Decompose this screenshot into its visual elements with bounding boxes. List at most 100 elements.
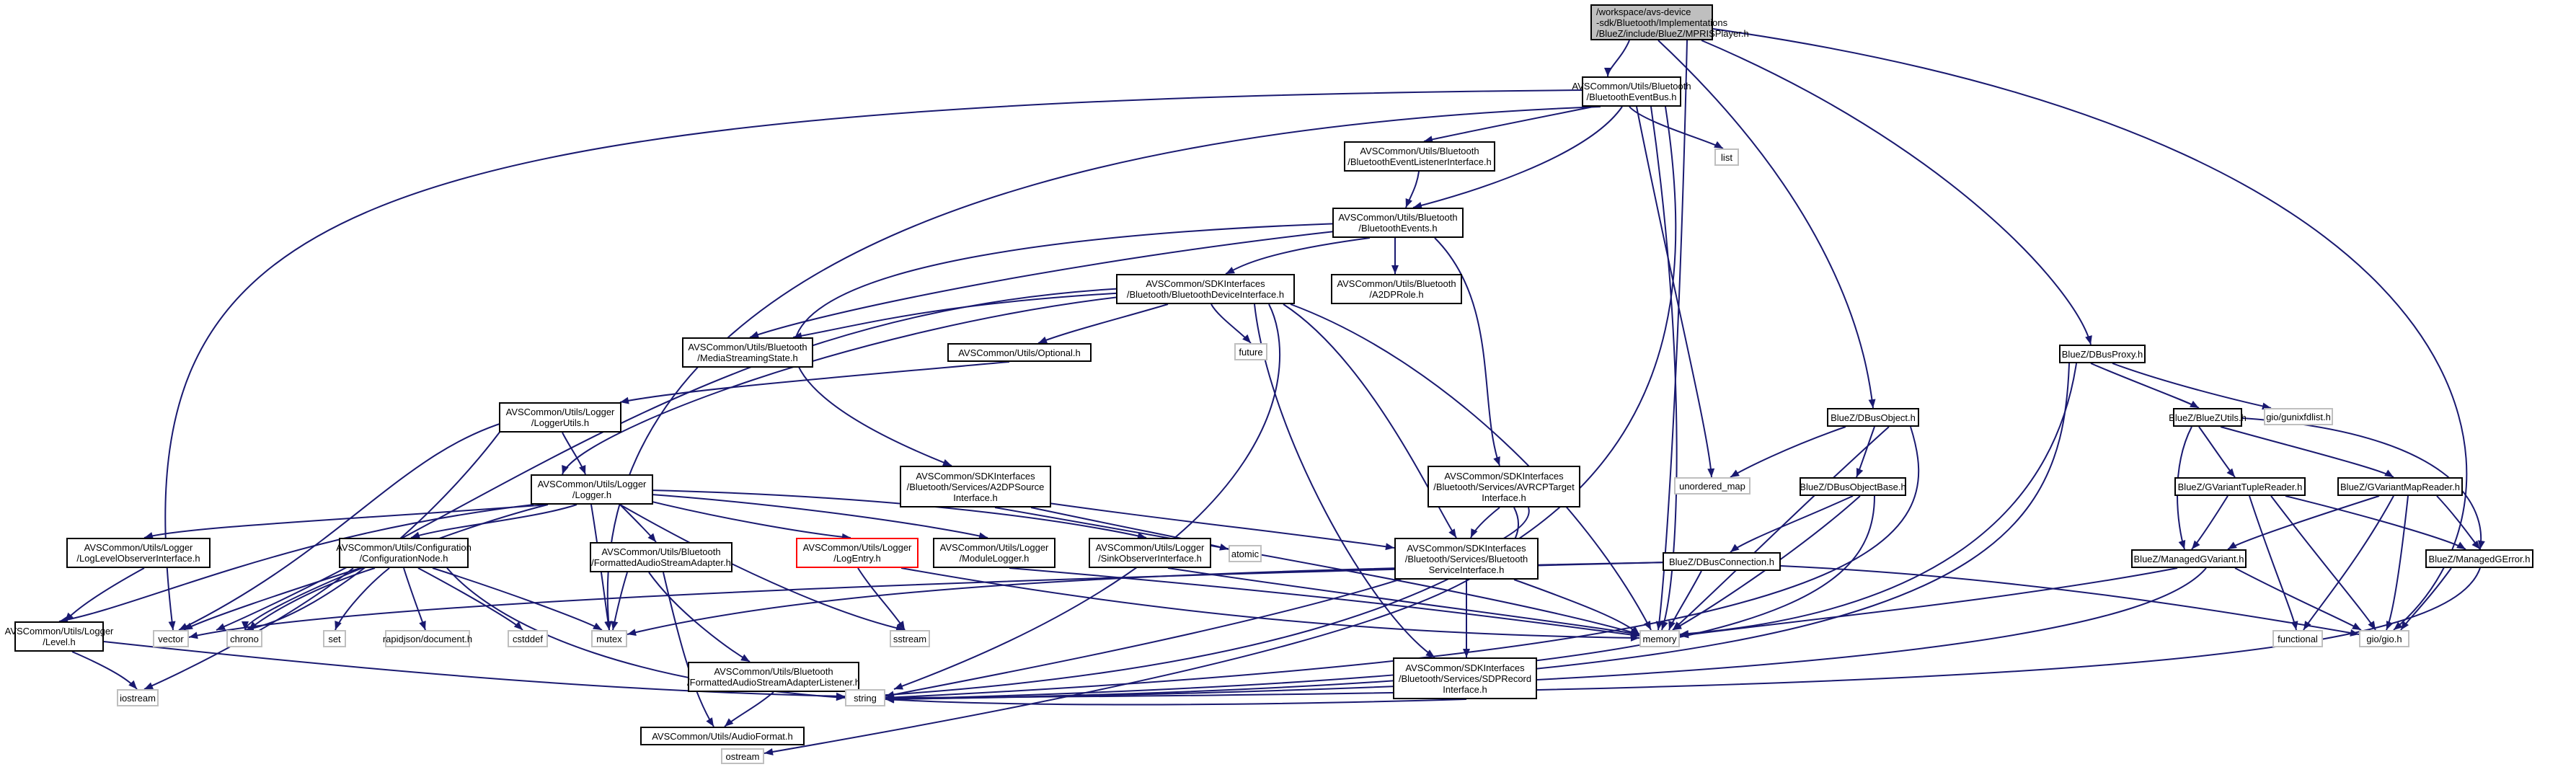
node-string[interactable]: string	[845, 689, 885, 706]
edge-arrowhead	[1471, 528, 1478, 538]
node-audio-format[interactable]: AVSCommon/Utils/AudioFormat.h	[640, 727, 805, 745]
dependency-edge	[1423, 106, 1594, 142]
dependency-edge	[403, 567, 426, 631]
node-gio-gio[interactable]: gio/gio.h	[2359, 630, 2409, 647]
edge-arrowhead	[128, 680, 137, 689]
node-optional[interactable]: AVSCommon/Utils/Optional.h	[947, 343, 1092, 362]
dependency-edge	[164, 89, 1587, 631]
dependency-edge	[1712, 28, 2468, 631]
node-sink-observer-interface[interactable]: AVSCommon/Utils/Logger /SinkObserverInte…	[1089, 538, 1211, 568]
node-configuration-node[interactable]: AVSCommon/Utils/Configuration /Configura…	[336, 538, 472, 568]
edge-arrowhead	[1604, 68, 1611, 76]
dependency-edge	[590, 504, 610, 631]
dependency-edge	[612, 572, 628, 631]
edge-arrowhead	[1730, 544, 1740, 552]
node-list[interactable]: list	[1714, 148, 1739, 166]
edge-arrowhead	[184, 622, 193, 630]
node-log-level-observer-interface[interactable]: AVSCommon/Utils/Logger /LogLevelObserver…	[66, 538, 211, 568]
node-iostream[interactable]: iostream	[117, 689, 159, 706]
edge-arrowhead	[2192, 540, 2200, 549]
dependency-edge	[1679, 567, 2178, 637]
node-vector[interactable]: vector	[153, 630, 189, 647]
node-dbus-connection[interactable]: BlueZ/DBusConnection.h	[1663, 552, 1781, 571]
dependency-edge	[410, 504, 577, 538]
node-dbus-proxy[interactable]: BlueZ/DBusProxy.h	[2059, 345, 2146, 363]
dependency-edge	[2386, 495, 2409, 631]
edge-arrowhead	[885, 693, 895, 701]
node-event-listener-interface[interactable]: AVSCommon/Utils/Bluetooth /BluetoothEven…	[1344, 141, 1495, 172]
node-bluetooth-event-bus[interactable]: AVSCommon/Utils/Bluetooth /BluetoothEven…	[1572, 76, 1691, 107]
node-future[interactable]: future	[1234, 343, 1267, 360]
edge-arrowhead	[2384, 469, 2394, 477]
dependency-edge	[1668, 570, 1702, 631]
node-sstream[interactable]: sstream	[890, 630, 930, 647]
node-logger-utils[interactable]: AVSCommon/Utils/Logger /LoggerUtils.h	[499, 402, 621, 433]
dependency-edge	[2191, 495, 2228, 550]
node-formatted-audio-stream-adapter-listener[interactable]: AVSCommon/Utils/Bluetooth /FormattedAudi…	[687, 662, 860, 692]
edge-arrowhead	[627, 629, 637, 637]
dependency-edge	[1672, 426, 1890, 631]
dependency-edge	[2285, 495, 2466, 550]
node-managed-gerror[interactable]: BlueZ/ManagedGError.h	[2425, 549, 2533, 568]
node-module-logger[interactable]: AVSCommon/Utils/Logger /ModuleLogger.h	[933, 538, 1055, 568]
node-bluez-utils[interactable]: BlueZ/BlueZUtils.h	[2169, 408, 2247, 427]
dependency-edge	[1679, 363, 2077, 635]
edge-arrowhead	[2477, 540, 2485, 549]
edge-arrowhead	[706, 717, 714, 727]
edge-arrowhead	[750, 331, 759, 338]
node-managed-gvariant[interactable]: BlueZ/ManagedGVariant.h	[2131, 549, 2247, 568]
dependency-edge	[2303, 495, 2394, 631]
edge-arrowhead	[2394, 621, 2403, 630]
dependency-edge	[1607, 40, 1630, 77]
edge-arrowhead	[1630, 626, 1639, 634]
edge-arrowhead	[2085, 335, 2092, 345]
node-rapidjson-document[interactable]: rapidjson/document.h	[383, 630, 472, 647]
node-mutex[interactable]: mutex	[591, 630, 627, 647]
edge-arrowhead	[189, 631, 198, 639]
node-bluetooth-events[interactable]: AVSCommon/Utils/Bluetooth /BluetoothEven…	[1332, 208, 1464, 238]
node-cstddef[interactable]: cstddef	[508, 630, 548, 647]
node-formatted-audio-stream-adapter[interactable]: AVSCommon/Utils/Bluetooth /FormattedAudi…	[590, 542, 732, 572]
node-functional[interactable]: functional	[2272, 630, 2323, 647]
node-logger[interactable]: AVSCommon/Utils/Logger /Logger.h	[531, 474, 653, 505]
node-log-entry[interactable]: AVSCommon/Utils/Logger /LogEntry.h	[796, 538, 919, 568]
node-gvariant-map-reader[interactable]: BlueZ/GVariantMapReader.h	[2337, 477, 2463, 496]
node-chrono[interactable]: chrono	[226, 630, 262, 647]
dependency-edge	[875, 106, 1677, 696]
node-sdp-record-interface[interactable]: AVSCommon/SDKInterfaces /Bluetooth/Servi…	[1393, 657, 1537, 699]
dependency-edge	[634, 497, 851, 538]
edge-arrowhead	[942, 458, 952, 466]
node-a2dp-source-interface[interactable]: AVSCommon/SDKInterfaces /Bluetooth/Servi…	[900, 466, 1051, 507]
node-level[interactable]: AVSCommon/Utils/Logger /Level.h	[5, 621, 113, 652]
node-gvariant-tuple-reader[interactable]: BlueZ/GVariantTupleReader.h	[2174, 477, 2306, 496]
node-a2dp-role[interactable]: AVSCommon/Utils/Bluetooth /A2DPRole.h	[1331, 274, 1462, 304]
dependency-edge	[417, 567, 523, 631]
node-unordered-map[interactable]: unordered_map	[1674, 477, 1750, 495]
edge-arrowhead	[740, 654, 750, 662]
edge-arrowhead	[604, 621, 612, 630]
dependency-edge	[1009, 567, 1640, 637]
edge-arrowhead	[2228, 541, 2237, 549]
node-dbus-object-base[interactable]: BlueZ/DBusObjectBase.h	[1800, 477, 1906, 496]
node-bluetooth-service-interface[interactable]: AVSCommon/SDKInterfaces /Bluetooth/Servi…	[1394, 538, 1539, 580]
edge-arrowhead	[2226, 468, 2235, 477]
node-root-file[interactable]: /workspace/avs-device -sdk/Bluetooth/Imp…	[1590, 4, 1749, 40]
node-dbus-object[interactable]: BlueZ/DBusObject.h	[1827, 408, 1919, 427]
node-ostream[interactable]: ostream	[721, 748, 764, 764]
dependency-edge	[1254, 303, 1435, 658]
dependency-edge	[994, 507, 1640, 635]
edge-arrowhead	[2190, 400, 2199, 408]
edge-arrowhead	[1730, 469, 1740, 477]
node-bluetooth-device-interface[interactable]: AVSCommon/SDKInterfaces /Bluetooth/Bluet…	[1116, 274, 1295, 304]
node-set[interactable]: set	[323, 630, 346, 647]
node-atomic[interactable]: atomic	[1229, 545, 1262, 562]
edge-arrowhead	[1385, 543, 1394, 551]
edge-arrowhead	[578, 465, 586, 474]
node-memory[interactable]: memory	[1639, 630, 1680, 647]
dependency-edge	[1434, 237, 1500, 466]
node-gunixfdlist[interactable]: gio/gunixfdlist.h	[2264, 408, 2333, 425]
node-avrcp-target-interface[interactable]: AVSCommon/SDKInterfaces /Bluetooth/Servi…	[1428, 466, 1580, 507]
edge-arrowhead	[1242, 334, 1251, 343]
edge-arrowhead	[1038, 336, 1048, 344]
node-media-streaming-state[interactable]: AVSCommon/Utils/Bluetooth /MediaStreamin…	[682, 337, 813, 368]
